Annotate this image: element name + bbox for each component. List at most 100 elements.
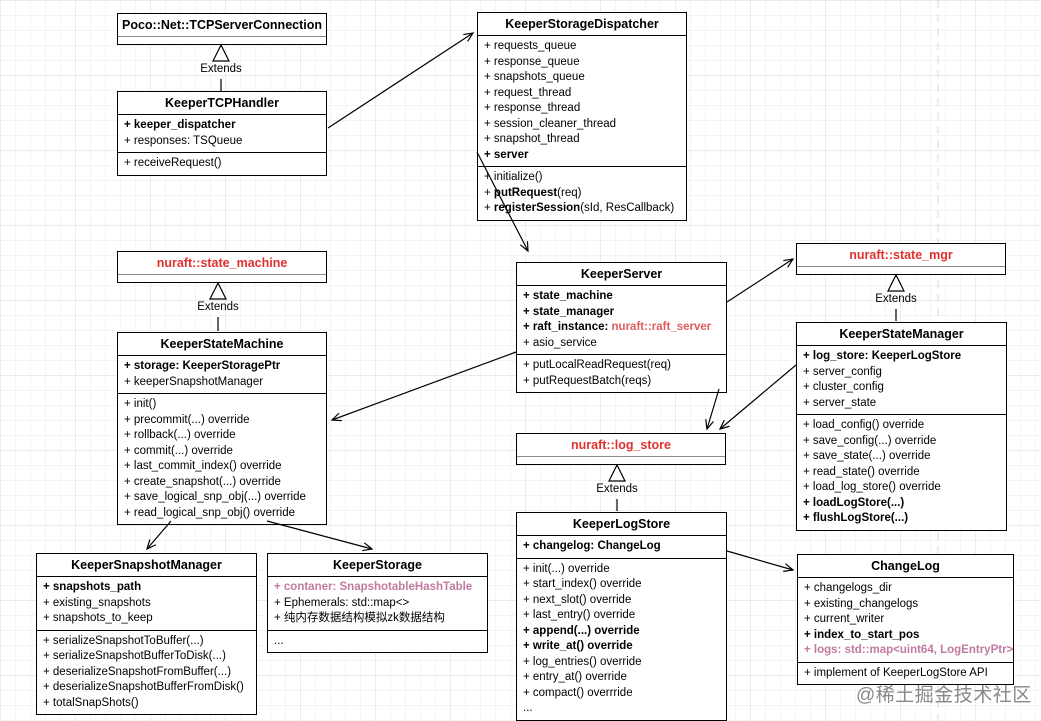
class-body-stub — [517, 456, 725, 464]
class-member-row: + server_config — [803, 365, 882, 378]
class-body-stub — [797, 266, 1005, 274]
class-attributes: + keeper_dispatcher+ responses: TSQueue — [118, 114, 326, 152]
watermark: @稀土掘金技术社区 — [856, 685, 1032, 706]
class-keeper-log-store[interactable]: KeeperLogStore + changelog: ChangeLog + … — [516, 512, 727, 721]
class-member-row: + implement of KeeperLogStore API — [804, 666, 988, 679]
class-member-row: + read_state() override — [803, 465, 920, 478]
class-title: Poco::Net::TCPServerConnection — [121, 18, 323, 32]
class-attributes: + state_machine + state_manager + raft_ins… — [517, 285, 726, 354]
class-member-row: + compact() overrride — [523, 686, 633, 699]
class-methods: + init() + precommit(...) override + rollb… — [118, 393, 326, 524]
class-member-row: + load_log_store() override — [803, 481, 941, 493]
class-attributes: + snapshots_path+ existing_snapshots+ sn… — [37, 576, 256, 630]
class-member-row: + logs: std::map<uint64, LogEntryPtr> — [804, 644, 1014, 656]
class-member-row: + log_entries() override — [523, 655, 642, 668]
edge-statemachine-to-keeperstorage — [266, 520, 374, 552]
class-member-row: + write_at() override — [523, 640, 633, 652]
class-member-row: + next_slot() override — [523, 593, 632, 606]
class-member-row: + append(...) override — [523, 624, 640, 637]
extends-label: Extends — [200, 63, 242, 75]
class-member-row: + save_logical_snp_obj(...) override — [124, 491, 306, 503]
class-title: KeeperStorage — [333, 558, 422, 572]
class-methods: + load_config() override+ save_config(..… — [797, 414, 1006, 530]
class-member-row: + current_writer — [804, 613, 885, 625]
edge-keeperserver-to-logstore — [705, 388, 720, 431]
class-member-row: + keeper_dispatcher — [124, 119, 236, 131]
class-nuraft-log-store[interactable]: nuraft::log_store — [516, 433, 726, 465]
class-member-row: + rollback(...) override — [124, 429, 236, 441]
class-member-row: + create_snapshot(...) override — [124, 475, 281, 488]
class-title: ChangeLog — [871, 559, 940, 573]
class-nuraft-state-mgr[interactable]: nuraft::state_mgr — [796, 243, 1006, 275]
class-member-row: + contaner: SnapshotableHashTable — [274, 581, 473, 593]
class-keeper-state-machine[interactable]: KeeperStateMachine + storage: KeeperStor… — [117, 332, 327, 525]
class-member-row: + putRequestBatch(reqs) — [523, 374, 652, 387]
class-member-row: + read_logical_snp_obj() override — [124, 506, 296, 519]
class-title: KeeperServer — [580, 267, 663, 281]
class-member-row: + state_manager — [523, 305, 615, 318]
edge-keeperserver-to-statemachine — [330, 351, 517, 422]
class-member-row: + save_state(...) override — [803, 450, 931, 462]
class-member-row: + registerSession(sId, ResCallback) — [484, 202, 675, 214]
class-member-row: + deserializeSnapshotBufferFromDisk() — [43, 681, 244, 693]
class-member-row: + existing_changelogs — [804, 597, 919, 610]
class-title: KeeperStateMachine — [160, 337, 284, 351]
class-poco-net-tcpserverconnection[interactable]: Poco::Net::TCPServerConnection — [117, 13, 327, 45]
class-member-row: + keeperSnapshotManager — [124, 375, 264, 388]
class-methods: + implement of KeeperLogStore API — [798, 661, 1013, 685]
class-member-row: ... — [523, 702, 533, 714]
class-member-row: + receiveRequest() — [124, 157, 222, 169]
class-member-row: + raft_instance: nuraft::raft_server — [523, 321, 712, 333]
class-member-row: + initialize() — [484, 171, 543, 183]
class-member-row: + session_cleaner_thread — [484, 117, 617, 130]
class-member-row: + serializeSnapshotBufferToDisk(...) — [43, 650, 226, 662]
edge-keeperserver-to-statemgr — [726, 258, 795, 303]
class-member-row: + totalSnapShots() — [43, 696, 139, 709]
class-member-row: + start_index() override — [523, 578, 642, 590]
class-member-row: + log_store: KeeperLogStore — [803, 350, 962, 362]
extends-label: Extends — [875, 293, 917, 305]
class-keeper-snapshot-manager[interactable]: KeeperSnapshotManager + snapshots_path+ … — [36, 553, 257, 715]
class-attributes: + contaner: SnapshotableHashTable + Ephem… — [268, 576, 487, 630]
edge-statemanager-to-logstore — [718, 364, 797, 430]
class-member-row: + snapshots_queue — [484, 71, 585, 83]
class-keeper-tcp-handler[interactable]: KeeperTCPHandler + keeper_dispatcher+ re… — [117, 91, 327, 176]
class-member-row: + serializeSnapshotToBuffer(...) — [43, 634, 204, 647]
extends-triangle-icon — [887, 273, 905, 292]
class-member-row: + response_queue — [484, 55, 580, 68]
class-member-row: + 纯内存数据结构模拟zk数据结构 — [274, 612, 445, 624]
class-member-row: + deserializeSnapshotFromBuffer(...) — [43, 665, 232, 678]
class-member-row: + commit(...) override — [124, 444, 233, 457]
class-member-row: + precommit(...) override — [124, 413, 250, 426]
class-change-log[interactable]: ChangeLog + changelogs_dir+ existing_cha… — [797, 554, 1014, 685]
class-keeper-storage-dispatcher[interactable]: KeeperStorageDispatcher + requests_queue… — [477, 12, 687, 221]
class-member-row: + putLocalReadRequest(req) — [523, 359, 671, 371]
class-attributes: + log_store: KeeperLogStore + server_conf… — [797, 345, 1006, 414]
class-attributes: + storage: KeeperStoragePtr + keeperSnaps… — [118, 355, 326, 393]
class-member-row: + snapshot_thread — [484, 133, 580, 145]
class-member-row: + requests_queue — [484, 40, 577, 52]
class-member-row: + load_config() override — [803, 419, 925, 431]
class-keeper-state-manager[interactable]: KeeperStateManager + log_store: KeeperLo… — [796, 322, 1007, 531]
class-member-row: + init() — [124, 398, 157, 410]
class-methods: + putLocalReadRequest(req) + putRequestBa… — [517, 354, 726, 392]
class-member-row: + putRequest(req) — [484, 186, 582, 199]
edge-statemachine-to-snapshotmanager — [146, 520, 172, 551]
class-keeper-server[interactable]: KeeperServer + state_machine + state_mana… — [516, 262, 727, 393]
class-member-row: + cluster_config — [803, 381, 884, 393]
class-member-row: + index_to_start_pos — [804, 628, 920, 641]
edge-keeperlogstore-to-changelog — [726, 550, 795, 572]
class-keeper-storage[interactable]: KeeperStorage + contaner: SnapshotableHa… — [267, 553, 488, 653]
class-member-row: + last_entry() override — [523, 609, 636, 621]
class-member-row: + existing_snapshots — [43, 596, 151, 609]
extends-triangle-icon — [212, 43, 230, 62]
extends-label: Extends — [197, 301, 239, 313]
class-member-row: + Ephemerals: std::map<> — [274, 596, 410, 609]
class-member-row: + flushLogStore(...) — [803, 512, 909, 524]
class-nuraft-state-machine[interactable]: nuraft::state_machine — [117, 251, 327, 283]
class-member-row: + storage: KeeperStoragePtr — [124, 360, 281, 372]
class-title: nuraft::log_store — [571, 438, 671, 452]
class-member-row: + changelog: ChangeLog — [523, 540, 661, 552]
class-member-row: + state_machine — [523, 290, 613, 302]
